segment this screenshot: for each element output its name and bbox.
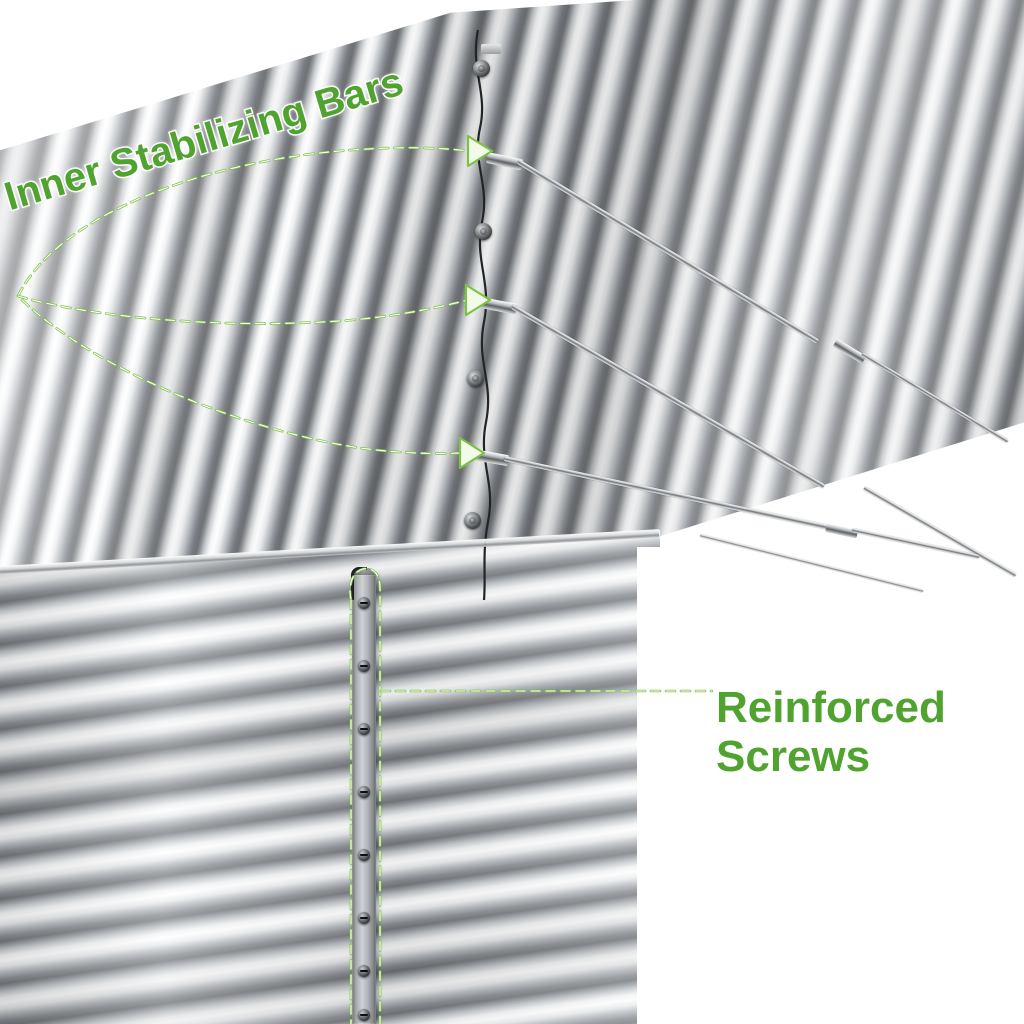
bracket-hook: [351, 567, 367, 600]
corner-bolt: [464, 512, 481, 529]
wall-panel-shading: [0, 530, 660, 1024]
reinforcement-bracket: [352, 575, 376, 1024]
corner-seam: [474, 30, 492, 600]
bracket-screw: [358, 849, 370, 861]
wall-panel-corrugation: [0, 530, 660, 1024]
corner-bolt: [473, 60, 490, 77]
bracket-screw: [358, 1009, 370, 1021]
bracket-screw: [358, 965, 370, 977]
bracket-screw: [358, 660, 370, 672]
wall-panel-highlight: [0, 530, 660, 1024]
wall-panel: [0, 530, 660, 1024]
callout-label-reinforced-screws: Reinforced Screws: [716, 683, 946, 782]
roof-panel: [0, 0, 1024, 640]
corner-bolt: [475, 223, 492, 240]
white-callout-card: [637, 547, 1024, 1024]
corner-bolt: [467, 370, 484, 387]
callout-label-line-1: Reinforced: [716, 683, 946, 732]
callout-label-line-2: Screws: [716, 732, 871, 782]
bracket-screw: [358, 912, 370, 924]
corner-cap: [481, 44, 501, 54]
bracket-screw: [358, 723, 370, 735]
bracket-screw: [358, 786, 370, 798]
